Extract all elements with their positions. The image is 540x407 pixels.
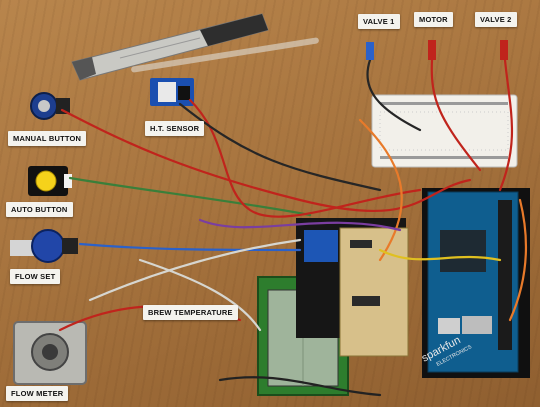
label-flow-set: FLOW SET: [10, 269, 61, 284]
label-valve-1: VALVE 1: [358, 14, 400, 29]
wires: [58, 58, 528, 397]
label-manual-button: MANUAL BUTTON: [8, 131, 87, 146]
valve-motor-connectors: [366, 40, 508, 60]
utility-knife: [71, 13, 269, 81]
flow-set-knob: [10, 229, 78, 263]
label-auto-button: AUTO BUTTON: [6, 202, 73, 217]
ht-sensor-module: [150, 78, 194, 106]
label-motor: MOTOR: [414, 12, 453, 27]
label-flow-meter: FLOW METER: [6, 386, 69, 401]
flow-meter: [13, 321, 87, 385]
manual-button-knob: [30, 92, 70, 120]
arduino-board: [422, 188, 530, 378]
label-ht-sensor: H.T. SENSOR: [145, 121, 205, 136]
label-brew-temperature: BREW TEMPERATURE: [143, 305, 238, 320]
breadboard-small: [371, 94, 518, 168]
protoboard: [296, 218, 409, 357]
glass-probe: [131, 37, 319, 73]
label-valve-2: VALVE 2: [475, 12, 517, 27]
auto-button-module: [28, 166, 72, 196]
